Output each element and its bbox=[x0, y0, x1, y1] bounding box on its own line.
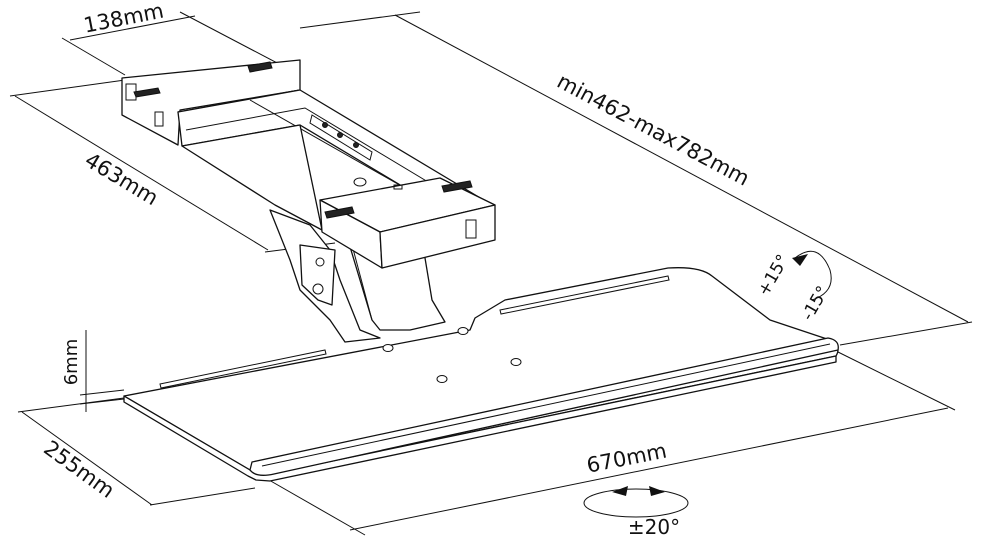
arm-pivot-upper bbox=[315, 257, 325, 267]
tray-hole-4 bbox=[510, 358, 522, 366]
carriage-knob bbox=[353, 177, 367, 187]
swivel-arrow bbox=[583, 486, 689, 518]
dim-255-extension-bottom bbox=[149, 487, 256, 506]
label-tray-width: 670mm bbox=[585, 439, 669, 478]
keyboard-tray bbox=[123, 267, 839, 482]
carriage-bracket-1 bbox=[324, 206, 355, 219]
slider-hole-3 bbox=[353, 142, 359, 148]
dim-255-line bbox=[21, 411, 153, 506]
mount-bracket-1 bbox=[133, 87, 161, 98]
dim-463-line bbox=[14, 95, 269, 251]
dim-670-line bbox=[349, 407, 949, 531]
tray-hole-3 bbox=[436, 375, 448, 383]
arm-pivot-lower bbox=[312, 283, 324, 295]
mount-slot-2 bbox=[154, 111, 164, 127]
label-extension: min462-max782mm bbox=[553, 69, 753, 191]
arm-edge-line bbox=[351, 244, 373, 321]
mount-bracket-2 bbox=[247, 61, 273, 73]
dim-463-extension-top bbox=[9, 79, 126, 97]
carriage-bracket-2 bbox=[441, 180, 473, 193]
tilt-arc-icon bbox=[794, 250, 832, 301]
dimension-lines bbox=[9, 11, 973, 536]
slider-hole-2 bbox=[337, 132, 343, 138]
label-thickness: 6mm bbox=[61, 339, 82, 386]
carriage-window bbox=[465, 219, 477, 239]
dim-ext-extension-top bbox=[299, 11, 421, 29]
dim-6mm-tick-top bbox=[79, 389, 125, 396]
tilt-arrowhead-icon bbox=[792, 254, 808, 266]
tray-hole-1 bbox=[382, 344, 394, 352]
carriage-slot bbox=[393, 184, 403, 190]
tray-slot-left bbox=[159, 349, 327, 389]
label-tray-depth: 255mm bbox=[39, 436, 119, 503]
dim-ext-extension-bottom bbox=[839, 321, 973, 346]
tilt-arrow bbox=[792, 250, 832, 301]
dim-138-line bbox=[69, 15, 196, 41]
slider-hole-1 bbox=[322, 122, 328, 128]
dim-ext-line bbox=[394, 14, 969, 323]
arm-plate bbox=[299, 244, 336, 306]
swivel-arrowhead-right-icon bbox=[649, 486, 665, 496]
label-swivel: ±20° bbox=[628, 515, 680, 539]
label-tilt-up: +15° bbox=[754, 251, 794, 299]
wrist-rest-ridge bbox=[261, 343, 831, 467]
dim-670-extension-right bbox=[837, 351, 956, 411]
swivel-arrowhead-left-icon bbox=[612, 486, 628, 496]
slider-block bbox=[309, 114, 373, 161]
tray-slot-right bbox=[499, 275, 670, 315]
top-mechanism bbox=[121, 59, 496, 269]
dim-670-extension-left bbox=[261, 475, 366, 536]
mount-plate bbox=[121, 59, 301, 146]
dim-138-extension-left bbox=[61, 37, 126, 76]
swivel-ellipse-icon bbox=[583, 488, 689, 518]
tray-hole-2 bbox=[457, 327, 469, 335]
label-depth: 463mm bbox=[81, 148, 163, 210]
dim-255-extension-top bbox=[17, 397, 125, 413]
wrist-rest bbox=[249, 337, 839, 476]
label-top-width: 138mm bbox=[82, 0, 166, 38]
